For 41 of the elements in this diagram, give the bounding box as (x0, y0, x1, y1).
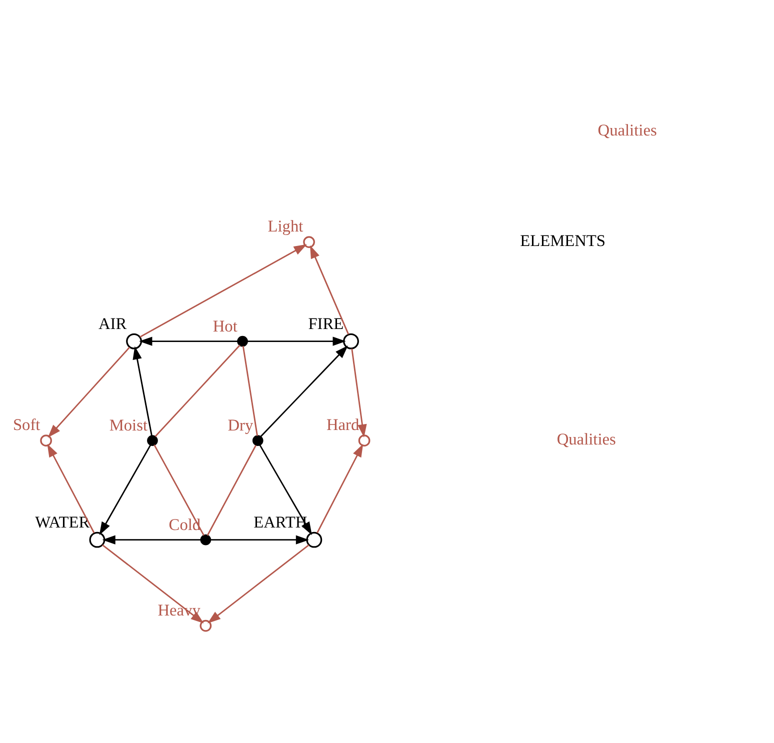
label: ELEMENTS (520, 230, 606, 250)
arrow (316, 443, 364, 533)
node-label: Moist (109, 415, 148, 434)
arrow (102, 534, 201, 544)
node-circle (306, 531, 322, 548)
node-label: AIR (98, 313, 127, 332)
arrow (99, 444, 152, 535)
label: Qualities (556, 428, 616, 448)
arrow (102, 544, 204, 623)
connector (206, 444, 257, 536)
node-label: FIRE (308, 313, 344, 332)
node-circle (200, 534, 212, 545)
connector (242, 345, 258, 436)
node-label: Hot (212, 316, 238, 335)
arrow (260, 344, 348, 437)
arrow (48, 346, 130, 438)
node-label: Dry (228, 415, 254, 434)
node-circle (358, 434, 370, 446)
node-circle (89, 531, 106, 548)
node-circle (40, 434, 52, 446)
arrow (139, 336, 238, 346)
connector (154, 444, 204, 536)
arrow (208, 544, 310, 623)
node-circle (252, 434, 264, 446)
arrow (310, 244, 350, 334)
connector (154, 344, 240, 437)
arrow (140, 244, 307, 338)
arrow (210, 534, 310, 544)
arrow (132, 346, 152, 436)
arrow (351, 348, 367, 437)
node-circle (237, 335, 248, 346)
node-label: Soft (12, 414, 40, 434)
node-label: Light (268, 216, 304, 236)
node-circle (147, 434, 158, 446)
node-circle (200, 619, 212, 632)
node-circle (126, 332, 142, 349)
node-circle (343, 332, 359, 349)
label: Qualities (598, 120, 657, 139)
arrow (247, 336, 346, 346)
node-label: Hard (326, 414, 360, 434)
node-circle (303, 236, 315, 248)
